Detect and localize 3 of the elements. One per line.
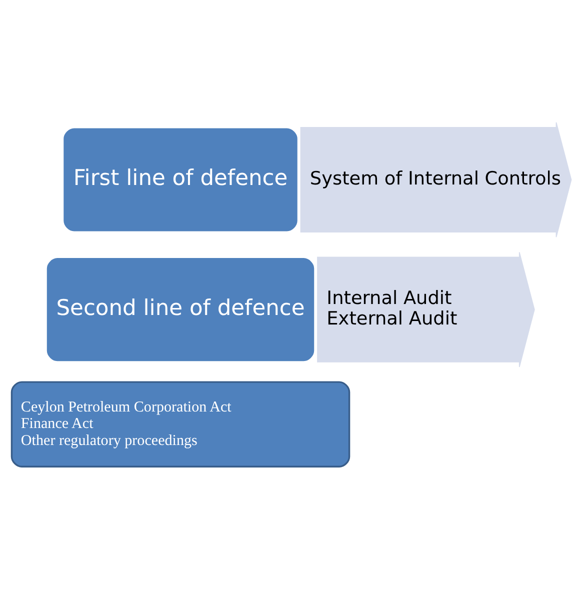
- node-box: Second line of defence: [46, 258, 314, 362]
- node-box: First line of defence: [64, 128, 298, 232]
- node-box: Ceylon Petroleum Corporation Act Finance Act Other regulatory proceedings: [10, 381, 350, 468]
